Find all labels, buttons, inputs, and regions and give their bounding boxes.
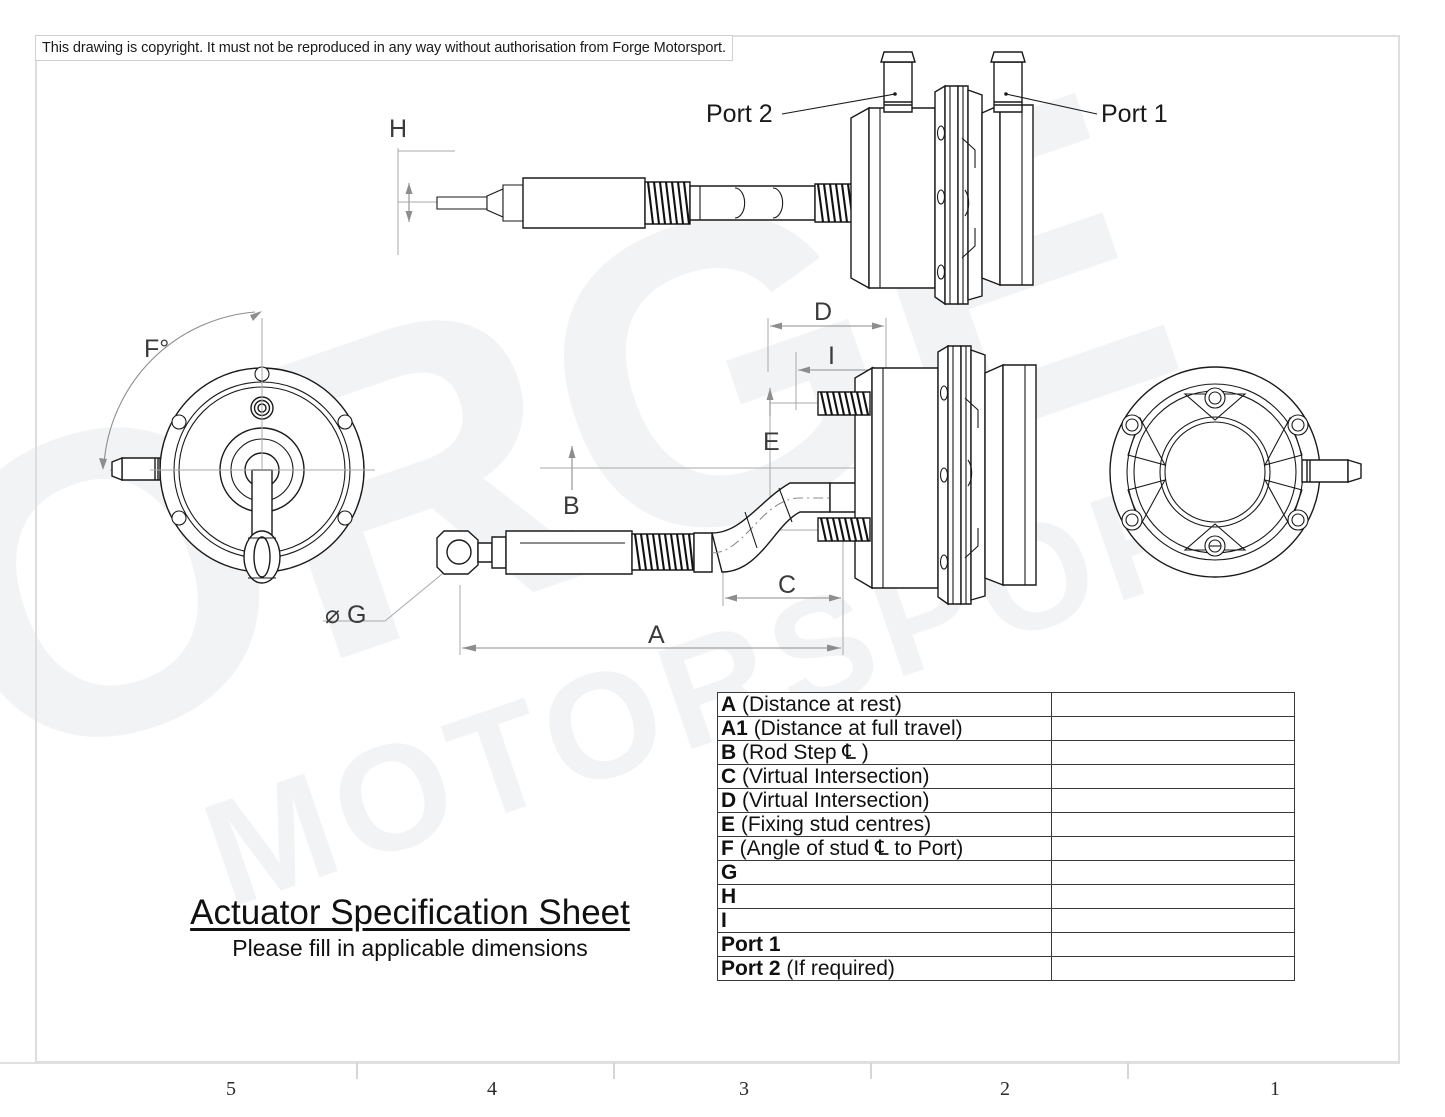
spec-table-row: D (Virtual Intersection) — [717, 788, 1295, 813]
spec-row-label: Port 1 — [717, 932, 1052, 957]
sheet-title: Actuator Specification Sheet — [190, 893, 630, 932]
zone-ruler — [0, 1062, 1400, 1079]
title-block: Actuator Specification Sheet Please fill… — [120, 893, 700, 963]
spec-row-value-field[interactable] — [1051, 836, 1295, 861]
spec-row-key: H — [721, 885, 737, 908]
zone-number-5: 5 — [226, 1078, 236, 1100]
spec-row-key: A — [721, 693, 737, 716]
spec-row-value-field[interactable] — [1051, 716, 1295, 741]
spec-row-value-field[interactable] — [1051, 884, 1295, 909]
spec-table-row: F (Angle of stud ℄ to Port) — [717, 836, 1295, 861]
spec-table-row: A (Distance at rest) — [717, 692, 1295, 717]
port-2-label: Port 2 — [706, 100, 773, 128]
sheet-subtitle: Please fill in applicable dimensions — [232, 935, 588, 962]
spec-table-row: B (Rod Step ℄ ) — [717, 740, 1295, 765]
spec-row-description: (If required) — [780, 957, 895, 980]
spec-table-row: I — [717, 908, 1295, 933]
spec-row-description: (Virtual Intersection) — [736, 789, 930, 812]
zone-number-4: 4 — [487, 1078, 497, 1100]
spec-row-key: E — [721, 813, 736, 836]
spec-row-value-field[interactable] — [1051, 956, 1295, 981]
spec-table-row: G — [717, 860, 1295, 885]
spec-row-description: (Rod Step ℄ ) — [736, 741, 869, 764]
spec-row-key: B — [721, 741, 737, 764]
spec-row-label: A1 (Distance at full travel) — [717, 716, 1052, 741]
spec-row-label: Port 2 (If required) — [717, 956, 1052, 981]
spec-row-value-field[interactable] — [1051, 932, 1295, 957]
thread-hatch-stud-bottom — [819, 517, 870, 542]
dimension-label-D: D — [814, 298, 833, 326]
spec-row-key: C — [721, 765, 737, 788]
thread-hatch-top1 — [646, 181, 691, 225]
spec-row-value-field[interactable] — [1051, 788, 1295, 813]
spec-table-row: Port 2 (If required) — [717, 956, 1295, 981]
specification-table-body: A (Distance at rest)A1 (Distance at full… — [717, 692, 1295, 981]
right-circular-view — [1109, 366, 1362, 578]
dimension-label-F: F° — [144, 335, 170, 363]
spec-table-row: H — [717, 884, 1295, 909]
spec-row-value-field[interactable] — [1051, 740, 1295, 765]
spec-row-label: B (Rod Step ℄ ) — [717, 740, 1052, 765]
spec-row-key: I — [721, 909, 727, 932]
spec-row-key: Port 2 — [721, 957, 781, 980]
spec-row-key: A1 — [721, 717, 748, 740]
copyright-notice-text: This drawing is copyright. It must not b… — [42, 40, 726, 56]
zone-number-3: 3 — [739, 1078, 749, 1100]
spec-row-description: (Fixing stud centres) — [735, 813, 932, 836]
spec-table-row: C (Virtual Intersection) — [717, 764, 1295, 789]
spec-table-row: Port 1 — [717, 932, 1295, 957]
dimension-D — [767, 318, 887, 392]
dimension-label-E: E — [763, 428, 780, 456]
dimension-G-leader — [323, 564, 454, 622]
zone-number-1: 1 — [1270, 1078, 1280, 1100]
spec-row-description: (Distance at full travel) — [747, 717, 963, 740]
specification-table: A (Distance at rest)A1 (Distance at full… — [717, 692, 1295, 981]
dimension-label-H: H — [389, 115, 408, 143]
spec-row-label: E (Fixing stud centres) — [717, 812, 1052, 837]
spec-table-row: A1 (Distance at full travel) — [717, 716, 1295, 741]
port2-leader-line — [781, 93, 896, 115]
dimension-label-C: C — [778, 571, 797, 599]
thread-hatch-stud-top — [819, 391, 870, 416]
middle-assembly-view — [436, 318, 1037, 655]
spec-row-value-field[interactable] — [1051, 812, 1295, 837]
spec-row-description: (Virtual Intersection) — [736, 765, 930, 788]
spec-row-label: F (Angle of stud ℄ to Port) — [717, 836, 1052, 861]
spec-table-row: E (Fixing stud centres) — [717, 812, 1295, 837]
spec-row-key: G — [721, 861, 738, 884]
spec-row-description: (Angle of stud ℄ to Port) — [733, 837, 964, 860]
spec-row-key: Port 1 — [721, 933, 781, 956]
spec-row-label: A (Distance at rest) — [717, 692, 1052, 717]
zone-number-2: 2 — [1000, 1078, 1010, 1100]
port-1-label: Port 1 — [1101, 100, 1168, 128]
spec-row-label: H — [717, 884, 1052, 909]
spec-row-key: F — [721, 837, 734, 860]
dimension-label-G: ⌀ G — [325, 601, 367, 629]
spec-row-label: I — [717, 908, 1052, 933]
port1-leader-line — [1005, 93, 1098, 115]
spec-row-value-field[interactable] — [1051, 692, 1295, 717]
copyright-notice-box: This drawing is copyright. It must not b… — [35, 35, 733, 61]
spec-row-label: D (Virtual Intersection) — [717, 788, 1052, 813]
bend-centerline — [711, 497, 838, 554]
spec-row-label: G — [717, 860, 1052, 885]
dimension-label-A: A — [648, 621, 665, 649]
spec-row-value-field[interactable] — [1051, 860, 1295, 885]
thread-hatch-mid1 — [633, 533, 695, 571]
left-circular-view — [99, 311, 454, 622]
spec-row-value-field[interactable] — [1051, 908, 1295, 933]
spec-row-key: D — [721, 789, 737, 812]
dimension-label-B: B — [563, 492, 580, 520]
spec-row-label: C (Virtual Intersection) — [717, 764, 1052, 789]
spec-row-value-field[interactable] — [1051, 764, 1295, 789]
top-assembly-view — [397, 51, 1098, 306]
spec-row-description: (Distance at rest) — [736, 693, 902, 716]
dimension-label-I: I — [828, 342, 835, 370]
dimension-A — [459, 585, 844, 655]
